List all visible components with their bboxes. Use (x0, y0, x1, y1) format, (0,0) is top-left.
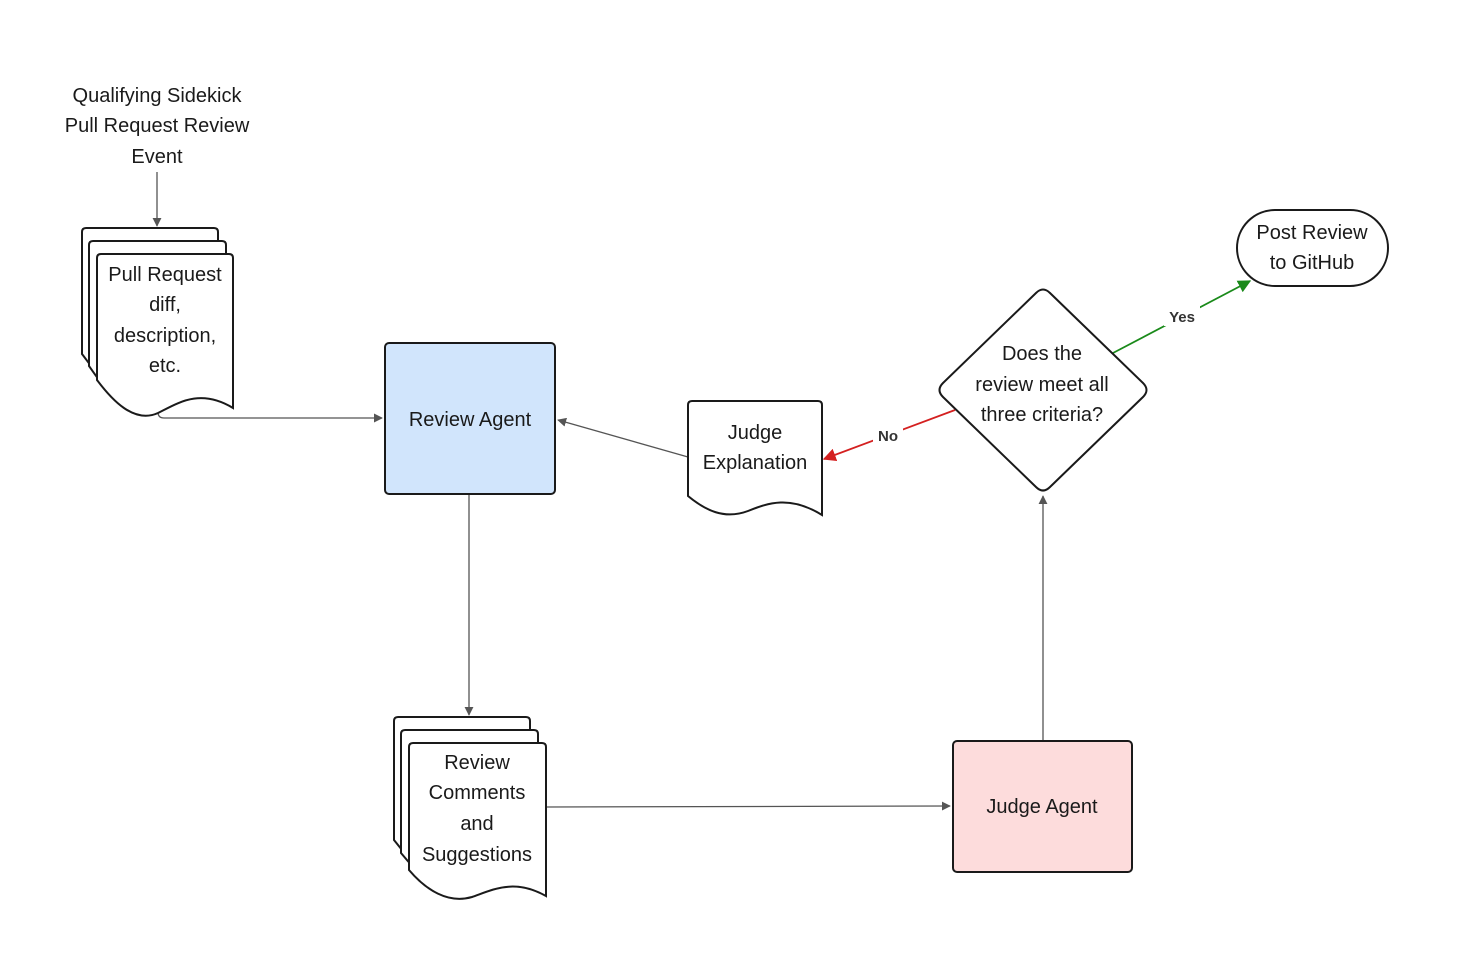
edge-label-no: No (878, 428, 898, 445)
edges: Yes No (152, 172, 1252, 811)
judge-agent-label: Judge Agent (986, 796, 1098, 818)
pr-docs-line-3: description, (114, 325, 216, 347)
review-agent-node[interactable]: Review Agent (384, 342, 556, 495)
trigger-line-2: Pull Request Review (65, 115, 250, 137)
review-comments-line-2: Comments (429, 782, 526, 804)
decision-line-3: three criteria? (981, 404, 1103, 426)
edge-pr-docs-to-review-agent (157, 401, 383, 423)
post-review-line-1: Post Review (1256, 222, 1368, 244)
edge-label-yes: Yes (1169, 309, 1195, 326)
judge-explanation-node[interactable]: Judge Explanation (687, 400, 823, 517)
review-comments-documents-node[interactable]: Review Comments and Suggestions (393, 716, 547, 900)
trigger-line-3: Event (131, 146, 183, 168)
review-comments-line-3: and (460, 813, 493, 835)
review-comments-line-4: Suggestions (422, 844, 532, 866)
pr-docs-line-2: diff, (149, 294, 181, 316)
edge-judge-explanation-to-review-agent (557, 417, 689, 458)
judge-explanation-line-1: Judge (728, 422, 783, 444)
pull-request-documents-node[interactable]: Pull Request diff, description, etc. (81, 227, 234, 417)
edge-review-comments-to-judge-agent (546, 801, 951, 811)
review-agent-label: Review Agent (409, 409, 532, 431)
judge-explanation-line-2: Explanation (703, 452, 808, 474)
pr-docs-line-4: etc. (149, 355, 181, 377)
trigger-event-label: Qualifying Sidekick Pull Request Review … (65, 85, 250, 168)
decision-node[interactable]: Does the review meet all three criteria? (938, 288, 1148, 492)
post-review-line-2: to GitHub (1270, 252, 1354, 274)
trigger-line-1: Qualifying Sidekick (73, 85, 243, 107)
pr-docs-line-1: Pull Request (108, 264, 222, 286)
post-review-node[interactable]: Post Review to GitHub (1236, 209, 1389, 287)
judge-agent-node[interactable]: Judge Agent (952, 740, 1133, 873)
decision-line-2: review meet all (975, 374, 1108, 396)
review-comments-line-1: Review (444, 752, 510, 774)
decision-line-1: Does the (1002, 343, 1082, 365)
